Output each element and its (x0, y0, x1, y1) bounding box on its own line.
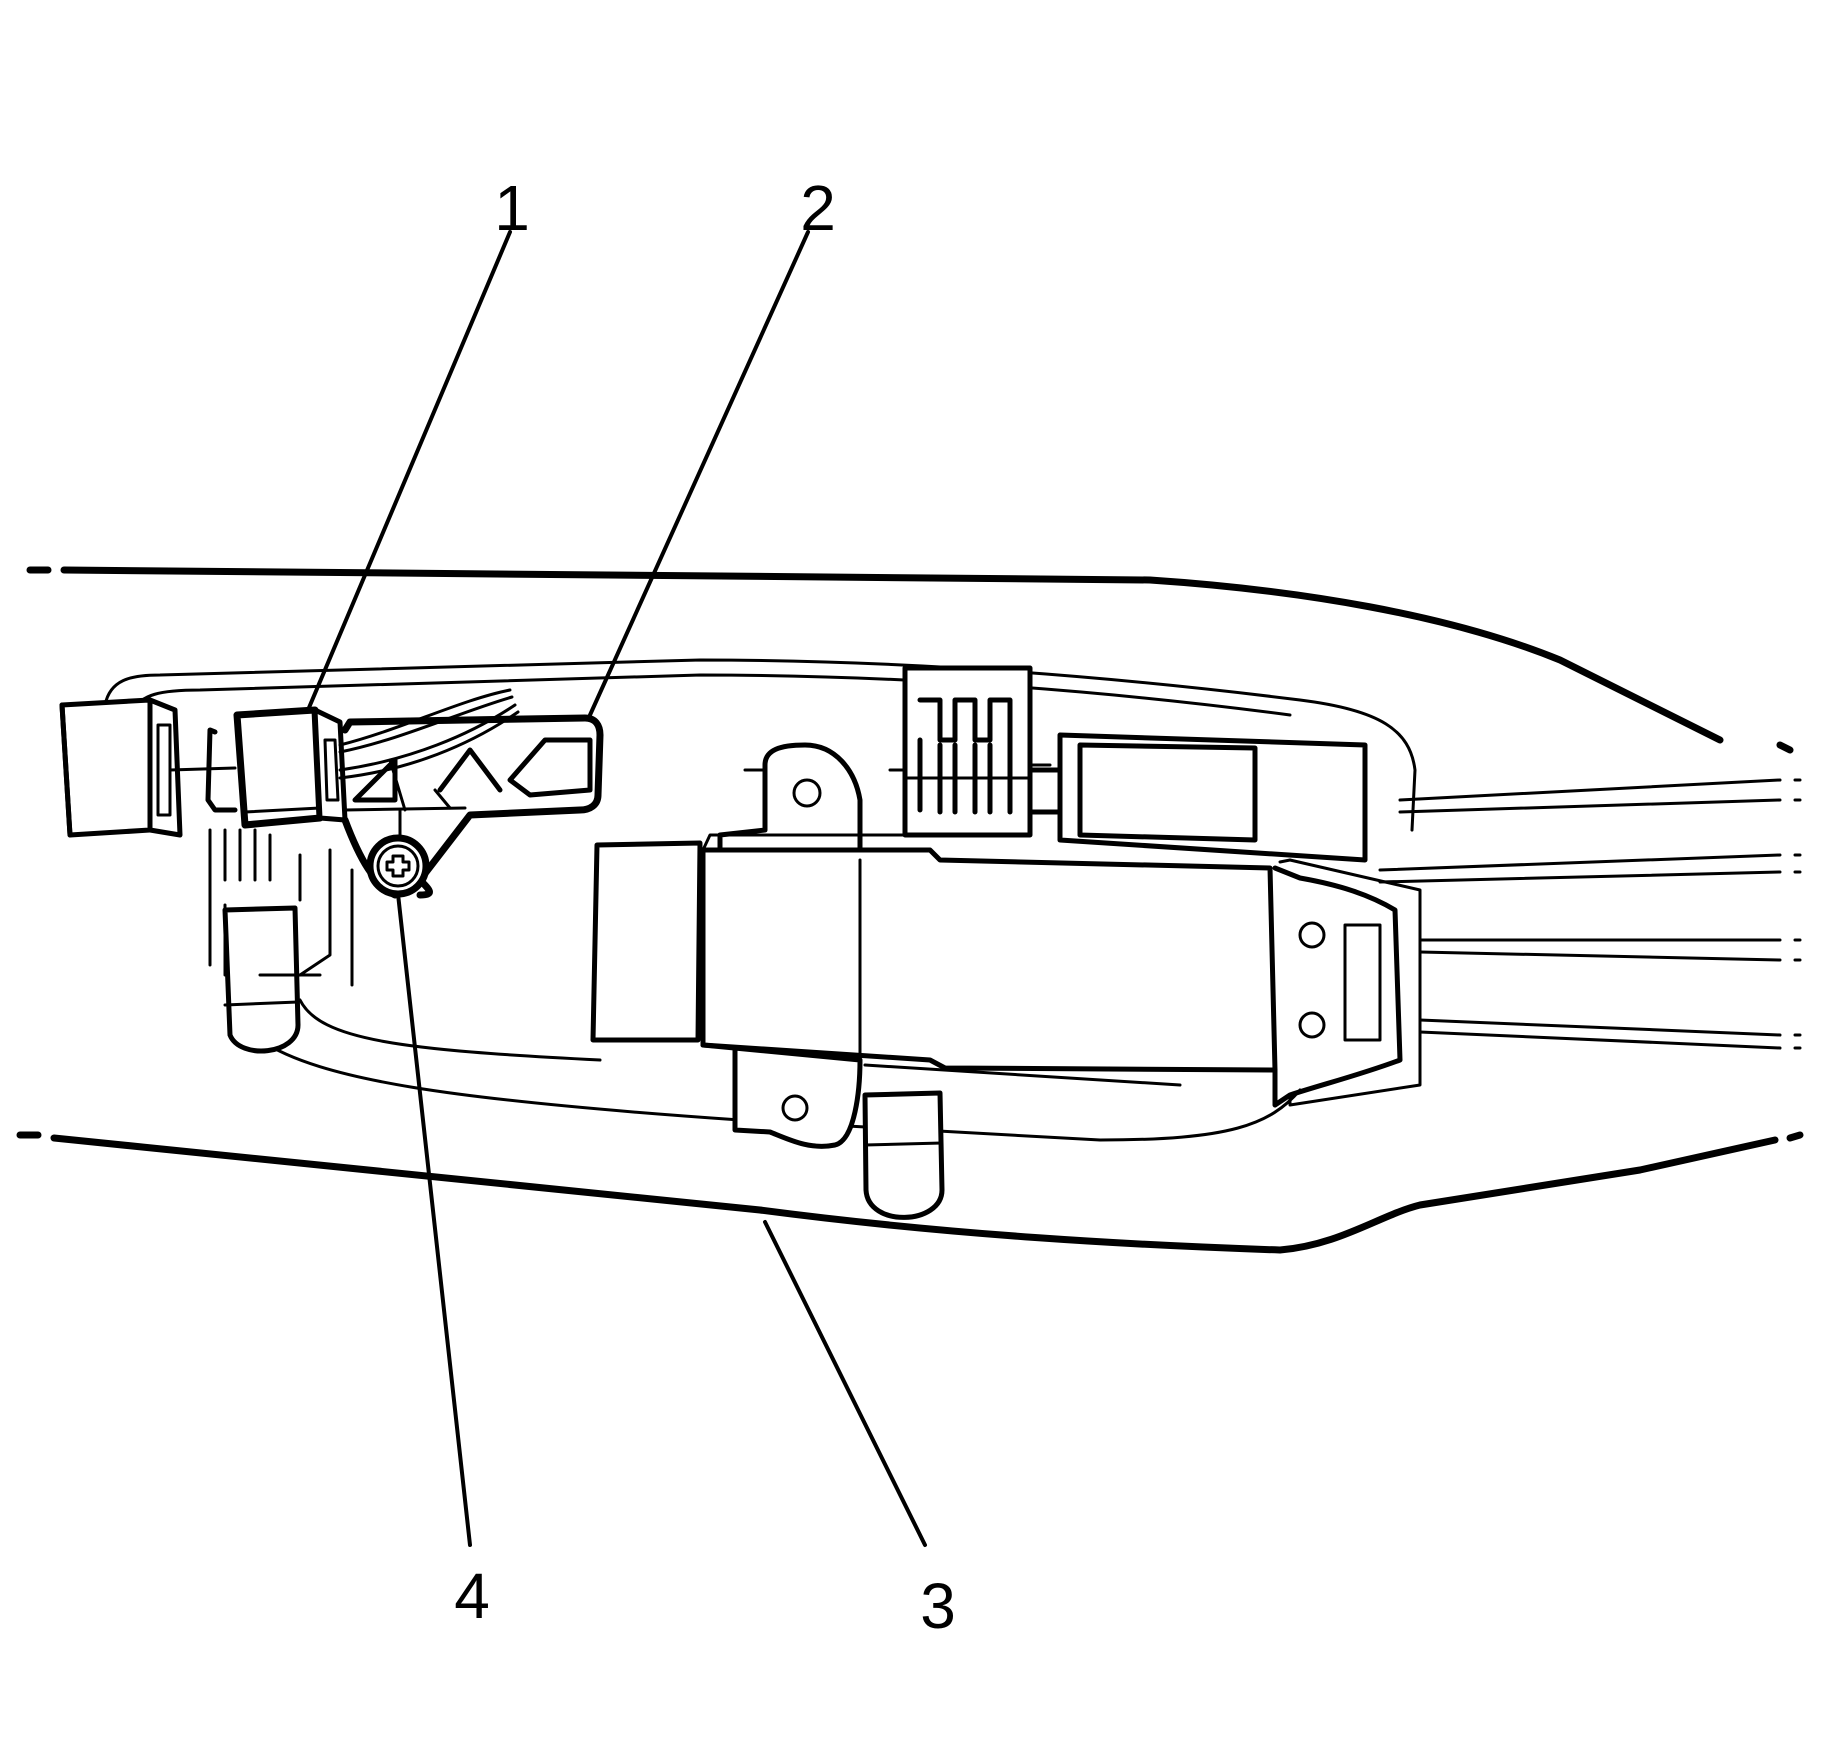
screw (366, 834, 430, 898)
bottom-foot (862, 1090, 945, 1220)
side-block (590, 840, 703, 1043)
housing (16, 566, 1804, 1254)
upper-mount-tab (717, 742, 863, 863)
leader-3 (763, 1220, 927, 1547)
callout-labels: 1 2 3 4 (454, 172, 956, 1642)
leader-2 (588, 230, 810, 717)
phillips-screw-icon (385, 854, 411, 878)
callout-label-1: 1 (494, 172, 530, 244)
callout-label-2: 2 (800, 172, 836, 244)
leader-1 (306, 230, 512, 712)
module-panel (103, 658, 1802, 1142)
electrical-connector (208, 688, 520, 902)
lower-mount-tab (700, 1042, 1182, 1149)
mating-connector (59, 697, 238, 838)
right-relay (1057, 732, 1368, 863)
callout-label-3: 3 (920, 1570, 956, 1642)
mounting-bracket (298, 714, 604, 987)
leader-4 (396, 892, 472, 1547)
left-foot (208, 878, 322, 1054)
relay-block (868, 665, 1063, 838)
leader-lines (306, 230, 927, 1547)
callout-label-4: 4 (454, 1560, 490, 1632)
